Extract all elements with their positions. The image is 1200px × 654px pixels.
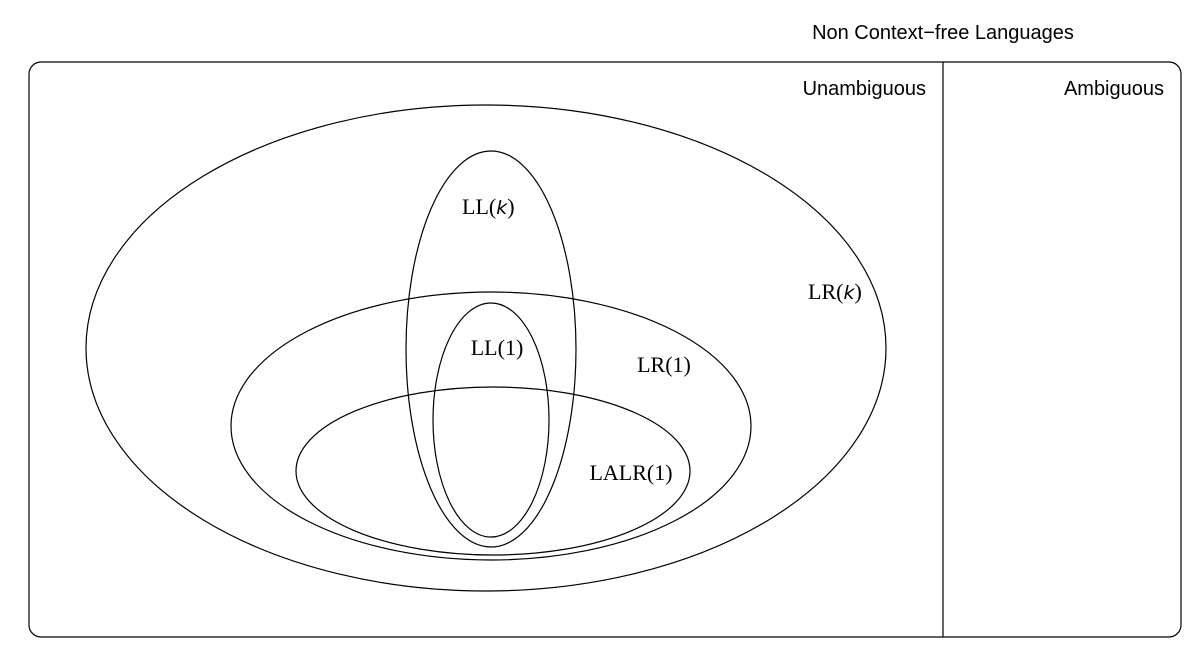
ll-k-label: LL(k) [462,194,515,219]
languages-frame [28,61,1182,638]
ll-1-label: LL(1) [471,335,524,360]
ambiguous-label: Ambiguous [1064,78,1164,100]
lr-1-label: LR(1) [637,352,691,377]
lalr-1-label: LALR(1) [589,460,672,485]
ll-k-ellipse [405,150,577,548]
lr-1-ellipse [230,291,752,561]
non-context-free-heading: Non Context−free Languages [812,22,1074,44]
unambiguous-label: Unambiguous [803,78,926,100]
lr-k-label: LR(k) [808,279,862,304]
lr-k-ellipse [85,104,887,592]
ll-1-ellipse [432,302,550,538]
lalr-1-ellipse [295,386,691,556]
